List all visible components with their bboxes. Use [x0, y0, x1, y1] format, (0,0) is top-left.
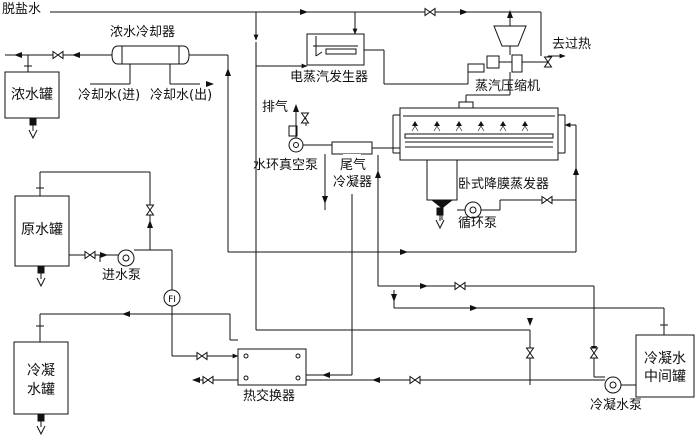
spray-nozzles: [412, 121, 528, 126]
raw-water-tank-label: 原水罐: [21, 222, 63, 238]
cooling-water-in-label: 冷却水(进): [78, 88, 141, 103]
intermediate-tank-label-2: 中间罐: [644, 369, 686, 385]
flow-indicator-label: FI: [168, 295, 176, 305]
tail-gas-condenser: [331, 141, 373, 155]
feed-pump-label: 进水泵: [102, 268, 142, 283]
condensate-intermediate-tank: [635, 334, 695, 398]
flow-arrows: [14, 9, 597, 383]
tail-condenser-label-2: 冷凝器: [333, 175, 373, 190]
vent-label: 排气: [262, 100, 289, 115]
heat-exchanger-label: 热交换器: [243, 389, 296, 404]
condensate-tank-label-2: 水罐: [27, 382, 55, 398]
to-superheat-label: 去过热: [552, 37, 592, 52]
circulation-pump-label: 循环泵: [458, 216, 498, 231]
vapor-compressor-label: 蒸汽压缩机: [475, 79, 541, 94]
brine-cooler: [111, 45, 190, 65]
evaporator-drain-icon: [435, 207, 445, 229]
condensate-pump-label: 冷凝水泵: [590, 398, 643, 413]
raw-tank-drain-icon: [36, 265, 46, 287]
evaporator-label: 卧式降膜蒸发器: [458, 177, 550, 192]
electric-steam-generator-label: 电蒸汽发生器: [290, 70, 369, 85]
brine-cooler-label: 浓水冷却器: [110, 25, 176, 40]
feed-pump: [99, 249, 135, 267]
electric-steam-generator: [306, 33, 365, 66]
heat-exchanger: [237, 348, 307, 386]
brine-tank-label: 浓水罐: [11, 87, 53, 103]
demin-water-label: 脱盐水: [2, 2, 42, 17]
vapor-compressor: [467, 25, 527, 73]
horizontal-falling-film-evaporator: [392, 101, 566, 209]
intermediate-tank-label-1: 冷凝水: [644, 351, 686, 367]
vacuum-pump-label: 水环真空泵: [253, 158, 319, 173]
condensate-pump: [604, 376, 622, 394]
cooling-water-out-label: 冷却水(出): [150, 88, 213, 103]
condensate-tank-drain-icon: [36, 413, 46, 435]
brine-tank-drain-icon: [28, 117, 38, 139]
tail-condenser-label-1: 尾气: [340, 158, 367, 173]
condensate-tank-label-1: 冷凝: [27, 363, 55, 379]
